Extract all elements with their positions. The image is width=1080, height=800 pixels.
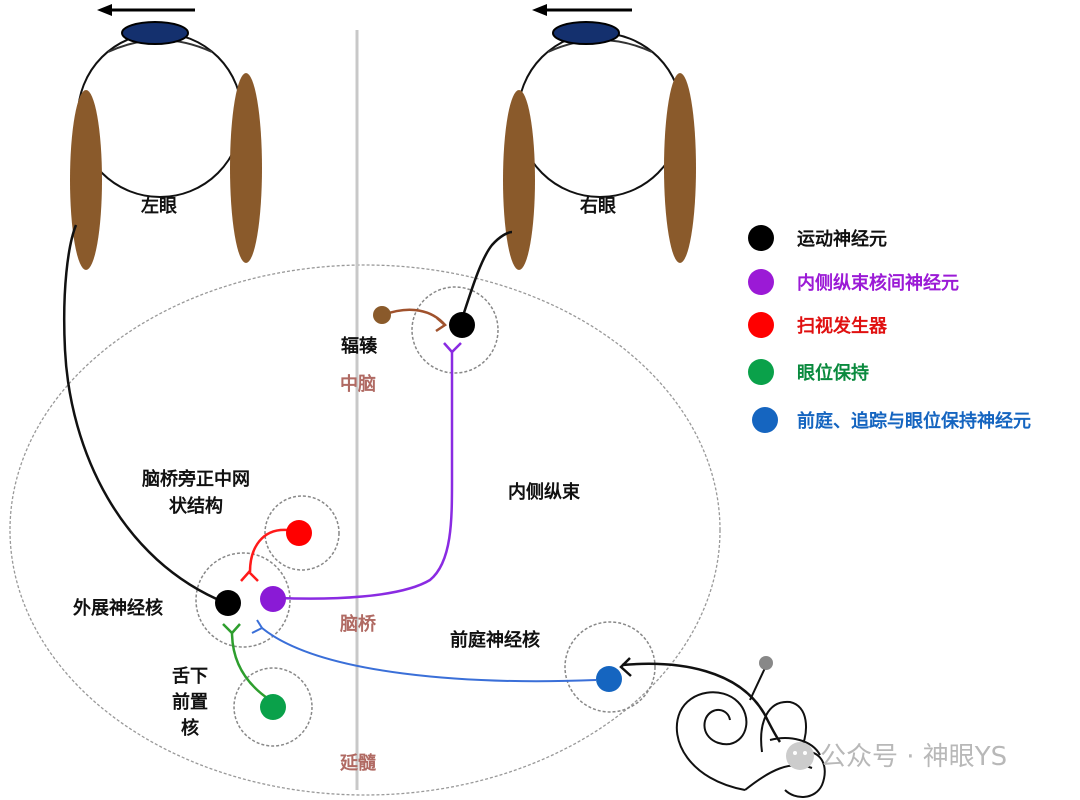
legend-label-saccade-generator: 扫视发生器	[797, 315, 888, 337]
legend-swatch-internuclear	[748, 269, 774, 295]
pons-region-label: 脑桥	[340, 613, 377, 635]
vestibular-nerve	[621, 662, 782, 743]
right-eye-arrowhead	[532, 4, 547, 16]
legend-swatch-vestibular	[752, 407, 778, 433]
watermark-wechat-icon-eye-left	[793, 751, 797, 755]
oculomotor-motor-neuron-dot	[449, 312, 475, 338]
right-eyeball	[517, 32, 683, 198]
vestibular-nucleus-ring	[564, 621, 656, 713]
inner-ear-labyrinth	[675, 656, 826, 798]
mlf-terminal-fork	[443, 342, 462, 354]
brainstem-outline	[9, 264, 721, 796]
vergence-input-terminal	[435, 317, 448, 333]
mlf-fiber-pathway	[277, 352, 454, 600]
legend-swatch-gaze-holding	[748, 359, 774, 385]
legend-label-internuclear: 内侧纵束核间神经元	[797, 272, 959, 294]
cochlea-inner	[703, 709, 731, 746]
prepositus-nucleus-ring	[233, 667, 313, 747]
saccade-fiber-pathway	[248, 528, 289, 573]
midbrain-region-label: 中脑	[340, 373, 376, 395]
inner-ear-knob	[759, 656, 773, 670]
legend-label-motor-neuron: 运动神经元	[797, 228, 887, 250]
vergence-neuron-dot	[373, 306, 391, 324]
right-eye-iris	[552, 21, 620, 45]
vestibular-terminal-fork	[251, 619, 264, 634]
saccade-generator-dot	[286, 520, 312, 546]
inner-ear-stalk	[749, 667, 766, 701]
vestibular-neuron-dot	[596, 666, 622, 692]
vestibular-nucleus-label: 前庭神经核	[450, 629, 540, 651]
riMLF-label: 辐辏	[341, 335, 378, 357]
pprf-label-line1: 脑桥旁正中网	[142, 468, 250, 490]
left-lateral-rectus-muscle	[230, 73, 262, 263]
watermark: 公众号 · 神眼YS	[786, 742, 1007, 772]
semicircular-canal-loop	[769, 737, 821, 756]
semicircular-canal-posterior	[784, 750, 826, 798]
oculomotor-motor-nerve	[458, 230, 513, 326]
pprf-label-line2: 状结构	[169, 495, 223, 517]
legend-label-gaze-holding: 眼位保持	[797, 362, 869, 384]
left-medial-rectus-muscle	[70, 90, 102, 270]
gaze-holding-neuron-dot	[260, 694, 286, 720]
pprf-nucleus-ring	[264, 495, 340, 571]
gaze-holding-terminal-fork	[222, 623, 241, 635]
riMLF-nucleus-ring	[411, 286, 499, 374]
abducens-nucleus-label: 外展神经核	[73, 597, 163, 619]
left-eye-arrowhead	[97, 4, 112, 16]
right-eye-group	[503, 4, 696, 270]
left-eye-iris	[121, 21, 189, 45]
legend-label-vestibular: 前庭、追踪与眼位保持神经元	[797, 410, 1031, 432]
gaze-holding-fiber-pathway	[230, 631, 271, 702]
vestibular-nerve-terminal	[619, 657, 632, 677]
right-lateral-rectus-muscle	[664, 73, 696, 263]
vestibular-fiber-pathway	[261, 627, 597, 683]
legend-swatch-motor-neuron	[748, 225, 774, 251]
right-eye-label: 右眼	[580, 195, 616, 217]
right-medial-rectus-muscle	[503, 90, 535, 270]
abducens-nucleus-ring	[195, 552, 291, 648]
watermark-text: 公众号 · 神眼YS	[820, 742, 1007, 772]
semicircular-canal-vertical	[760, 700, 807, 753]
saccade-terminal-fork	[240, 570, 259, 582]
internuclear-neuron-dot	[260, 586, 286, 612]
legend-swatch-saccade-generator	[748, 312, 774, 338]
medulla-region-label: 延髓	[339, 752, 377, 774]
prepositus-label-line1: 舌下	[172, 665, 208, 687]
legend: 运动神经元 内侧纵束核间神经元 扫视发生器 眼位保持 前庭、追踪与眼位保持神经元	[748, 225, 1031, 433]
watermark-wechat-icon-eye-right	[803, 751, 807, 755]
prepositus-label-line2: 前置	[172, 691, 208, 713]
left-eye-group	[70, 4, 262, 270]
cochlea-outer	[675, 691, 748, 791]
watermark-wechat-icon	[786, 742, 814, 770]
left-eye-label: 左眼	[141, 195, 177, 217]
prepositus-label-line3: 核	[181, 717, 199, 739]
left-eyeball	[77, 32, 243, 198]
abducens-motor-nerve	[62, 224, 227, 605]
abducens-motor-neuron-dot	[215, 590, 241, 616]
mlf-label: 内侧纵束	[508, 481, 581, 503]
